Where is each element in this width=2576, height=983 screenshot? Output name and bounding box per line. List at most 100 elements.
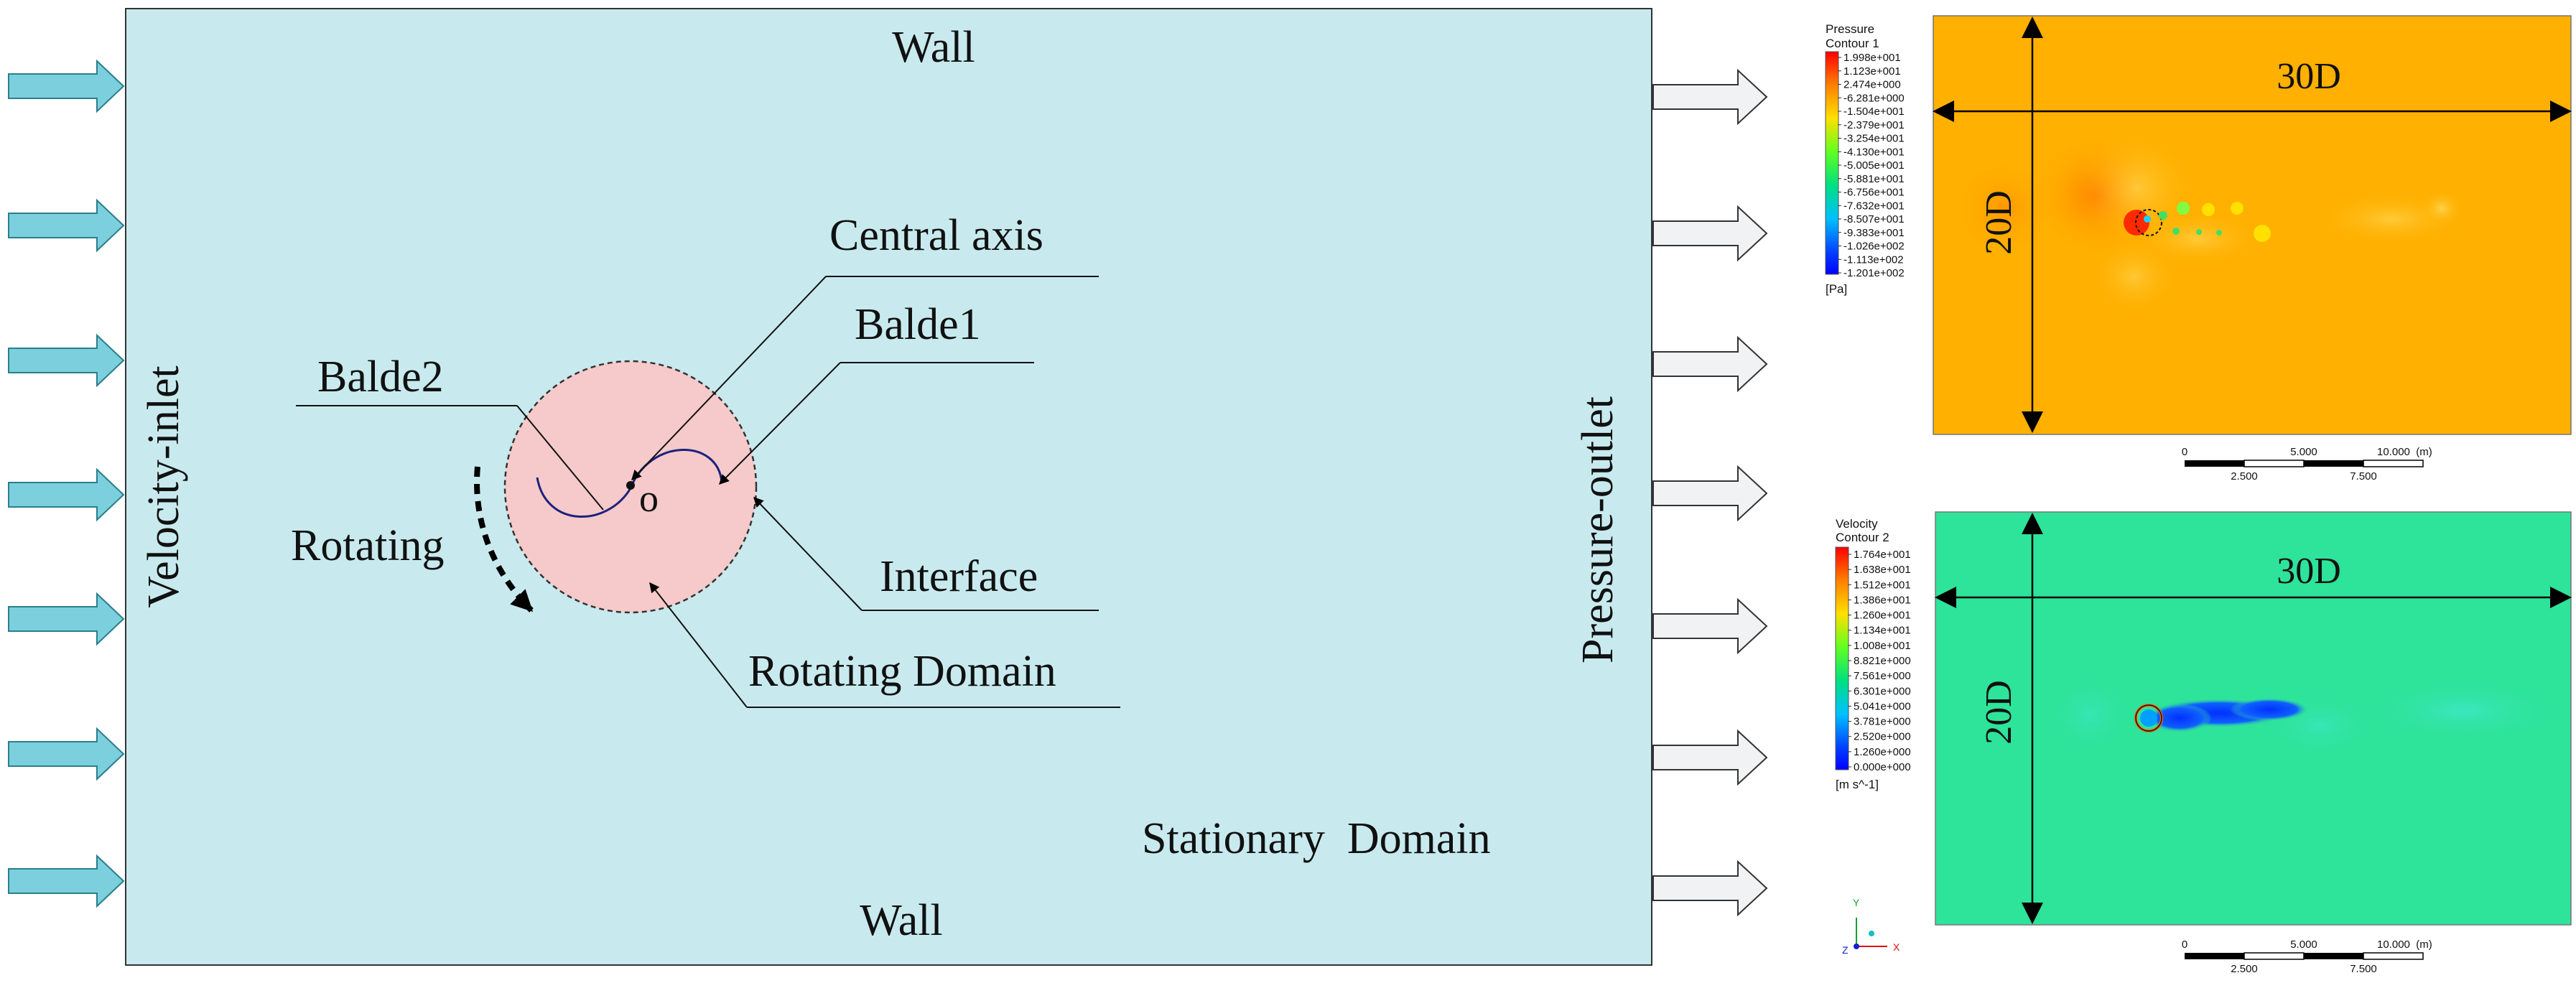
inlet-arrow [8, 467, 125, 522]
axis-label-z: Z [1842, 944, 1849, 956]
legend-value: 1.764e+001 [1854, 549, 1911, 561]
outlet-arrow [1652, 205, 1768, 262]
velocity-wake [2047, 675, 2564, 758]
blade2-label: Balde2 [317, 353, 444, 401]
pressure-legend: 1.998e+0011.123e+0012.474e+000-6.281e+00… [1838, 52, 1905, 279]
inlet-arrow [8, 333, 125, 388]
axis-triad: Y Z X [1842, 897, 1900, 956]
outlet-arrows [1652, 68, 1768, 917]
outlet-arrow [1652, 729, 1768, 786]
legend-value: 1.008e+001 [1854, 640, 1911, 652]
legend-value: 1.123e+001 [1843, 65, 1901, 78]
legend-value: -4.130e+001 [1843, 146, 1905, 158]
legend-value: -8.507e+001 [1843, 213, 1905, 225]
legend-value: 2.474e+000 [1843, 79, 1901, 91]
rotating-domain-label: Rotating Domain [748, 647, 1056, 696]
legend-value: -6.281e+000 [1843, 92, 1905, 104]
inlet-arrow [8, 198, 125, 253]
scale-label-10: 10.000 (m) [2377, 446, 2432, 458]
pressure-unit: [Pa] [1826, 282, 1847, 296]
leader-lines [296, 276, 1120, 708]
legend-value: 1.260e+000 [1854, 746, 1911, 758]
legend-value: -6.756e+001 [1843, 187, 1905, 199]
legend-value: 8.821e+000 [1854, 655, 1911, 667]
scale-label-5: 5.000 [2290, 446, 2317, 458]
legend-value: 1.512e+001 [1854, 579, 1911, 591]
scale-label-10: 10.000 (m) [2377, 938, 2432, 951]
velocity-contour-panel: Velocity Contour 2 1.764e+0011.638e+0011… [1835, 511, 2572, 975]
legend-value: -1.504e+001 [1843, 106, 1905, 118]
origin-label: o [639, 477, 659, 520]
velocity-colorbar [1835, 546, 1849, 770]
inlet-arrow [8, 854, 125, 908]
central-axis-point [626, 481, 635, 490]
axis-label-x: X [1893, 941, 1900, 953]
pressure-width-label: 30D [2277, 56, 2341, 97]
legend-value: -2.379e+001 [1843, 119, 1905, 131]
blade-2 [536, 477, 632, 518]
legend-value: -1.026e+002 [1843, 241, 1905, 253]
scale-label-7-5: 7.500 [2350, 963, 2377, 975]
velocity-subtitle: Contour 2 [1836, 531, 1889, 544]
velocity-legend: 1.764e+001 1.638e+001 1.512e+001 1.386e+001… [1848, 549, 1911, 773]
velocity-inlet-label: Velocity-inlet [139, 365, 188, 607]
velocity-scale-bar: 0 5.000 10.000 (m) 2.500 7.500 [2182, 938, 2432, 975]
interface-label: Interface [880, 552, 1038, 601]
pressure-scale-bar: 0 5.000 10.000 (m) 2.500 7.500 [2182, 446, 2432, 483]
velocity-height-label: 20D [1979, 680, 2019, 745]
pressure-wake [1953, 129, 2470, 316]
legend-value: -3.254e+001 [1843, 133, 1905, 145]
outlet-arrow [1652, 335, 1768, 393]
axis-label-y: Y [1853, 897, 1860, 908]
legend-value: 0.000e+000 [1854, 761, 1911, 773]
scale-label-5: 5.000 [2290, 938, 2317, 951]
outlet-arrow [1652, 465, 1768, 522]
rotation-arrow [474, 466, 534, 612]
inlet-arrow [8, 59, 125, 113]
legend-value: -9.383e+001 [1843, 227, 1905, 239]
legend-value: 3.781e+000 [1854, 716, 1911, 728]
pressure-colorbar [1825, 51, 1839, 275]
outlet-arrow [1652, 68, 1768, 126]
legend-value: -1.113e+002 [1843, 253, 1904, 266]
legend-value: 7.561e+000 [1854, 670, 1911, 682]
pressure-contour-panel: Pressure Contour 1 1.998e+0011.123e+0012… [1825, 15, 2572, 483]
stationary-domain-label: Stationary Domain [1142, 814, 1491, 863]
pressure-outlet-label: Pressure-outlet [1573, 396, 1622, 663]
scale-label-0: 0 [2182, 446, 2187, 458]
pressure-subtitle: Contour 1 [1826, 37, 1879, 50]
legend-value: -7.632e+001 [1843, 200, 1905, 212]
inlet-arrow [8, 727, 125, 781]
legend-value: 1.134e+001 [1854, 625, 1911, 637]
legend-value: 6.301e+000 [1854, 685, 1911, 697]
wall-top-label: Wall [892, 23, 975, 72]
stationary-domain [125, 8, 1652, 966]
velocity-width-label: 30D [2277, 551, 2341, 592]
inlet-arrow [8, 592, 125, 646]
legend-value: 2.520e+000 [1854, 731, 1911, 743]
wall-bottom-label: Wall [860, 896, 943, 945]
legend-value: -5.881e+001 [1843, 173, 1905, 185]
scale-label-2-5: 2.500 [2231, 470, 2258, 483]
blade1-label: Balde1 [855, 300, 981, 349]
legend-value: 5.041e+000 [1854, 700, 1911, 712]
scale-label-2-5: 2.500 [2231, 963, 2258, 975]
outlet-arrow [1652, 597, 1768, 655]
legend-value: -5.005e+001 [1843, 159, 1905, 172]
central-axis-label: Central axis [829, 211, 1043, 260]
velocity-title: Velocity [1836, 517, 1878, 531]
outlet-arrow [1652, 859, 1768, 917]
pressure-title: Pressure [1826, 22, 1874, 36]
domain-diagram: Wall Wall Velocity-inlet Pressure-outlet… [8, 8, 1768, 966]
pressure-height-label: 20D [1979, 190, 2019, 255]
legend-value: 1.386e+001 [1854, 594, 1911, 606]
legend-value: 1.638e+001 [1854, 564, 1911, 576]
scale-label-0: 0 [2182, 938, 2187, 951]
rotating-label: Rotating [291, 521, 445, 570]
scale-label-7-5: 7.500 [2350, 470, 2377, 483]
legend-value: -1.201e+002 [1843, 267, 1905, 279]
velocity-unit: [m s^-1] [1836, 778, 1879, 791]
legend-value: 1.998e+001 [1843, 52, 1901, 64]
inlet-arrows [8, 59, 125, 908]
